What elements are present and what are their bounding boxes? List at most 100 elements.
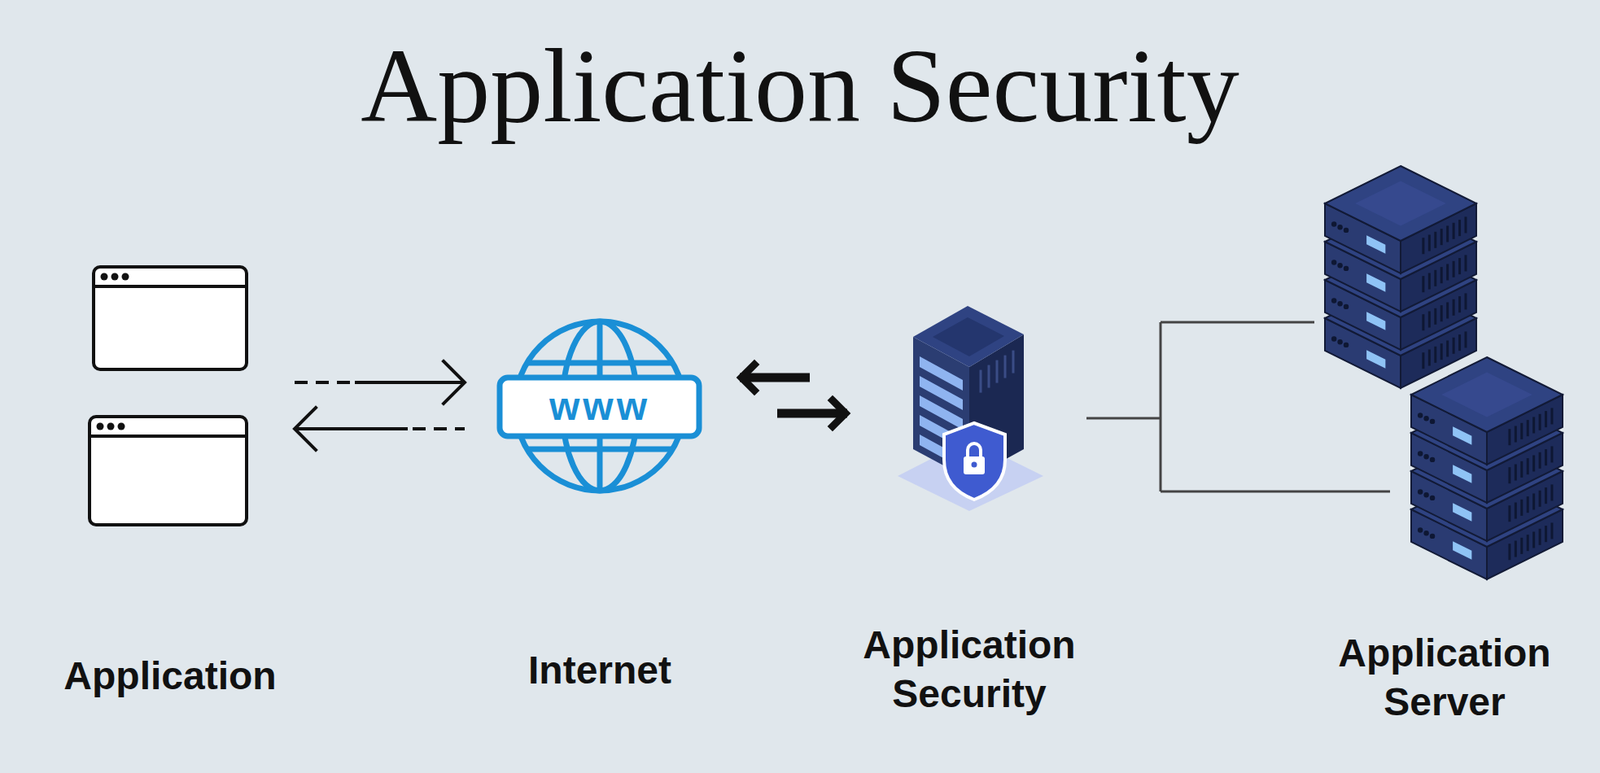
server-slot [1452,502,1472,522]
server-led [1423,530,1429,536]
server-vent [1452,222,1456,240]
server-vent [1538,414,1542,431]
server-led [1337,262,1343,268]
server-vent [1532,531,1535,548]
server-vent [1526,458,1530,475]
server-vent [1433,231,1437,249]
server-slot [1366,273,1386,293]
arrow-line [296,427,408,431]
server-vent [1514,502,1517,520]
server-vent [1433,270,1437,287]
server-vent [1532,416,1535,433]
dashed-line [294,380,352,385]
server-vent [1458,296,1461,313]
connector [739,364,848,427]
arrow-head [294,407,316,451]
server-slot [1452,541,1472,560]
server-led [1423,454,1429,460]
server-led [1331,221,1337,227]
server-vent [1452,299,1456,316]
server-vent [1421,314,1425,331]
server-top-inset [1441,371,1533,417]
server-led [1331,297,1337,303]
server-vent [1550,407,1553,425]
icon-node: Application Server [1314,158,1575,729]
server-vent [1514,541,1517,558]
server-vent [1520,461,1523,478]
server-vent [1508,467,1511,484]
server-vent [1458,334,1461,351]
window-icon [89,266,247,525]
server-vent [1004,355,1007,379]
server-vent [1440,266,1443,284]
node-label: Application Server [1314,629,1575,727]
server-slot [1366,311,1386,331]
server-vent [1464,254,1467,272]
server-vent [1421,275,1425,293]
server-vent [1446,225,1449,242]
icon-node: wwwInternet [467,313,732,696]
server-led [1429,457,1435,463]
server-vent [1526,419,1530,437]
server-led [1429,419,1435,425]
server-vent [1440,305,1443,322]
server-vent [1538,490,1542,508]
server-vent [1428,349,1431,367]
icon-node: Application Security [855,301,1084,725]
server-vent [1421,352,1425,369]
server-led [1423,492,1429,498]
arrow-line [739,373,810,383]
server-vent [1544,449,1548,466]
server-vent [1446,301,1449,319]
server-slot [1452,464,1472,484]
server-led [1337,224,1343,230]
server-vent [1440,343,1443,360]
server-vent [1452,261,1456,278]
server-vent [1012,350,1015,374]
server-vent [1520,537,1523,555]
server-vent [1440,228,1443,245]
server-vent [1532,493,1535,510]
server-top [1411,357,1563,433]
server-top [1324,166,1477,241]
server-led [1343,342,1349,348]
server-vent [1433,346,1437,363]
server-vent [987,365,991,389]
server-vent [1446,340,1449,357]
server-led [1417,489,1423,494]
server-led [1331,336,1337,341]
server-led [1417,412,1423,418]
server-vent [1508,428,1511,446]
server-led [1429,533,1435,539]
server-vent [1544,410,1548,428]
server-vent [1532,454,1535,472]
arrow-head [741,364,755,391]
server-slot [1452,426,1472,446]
server-led [1417,527,1423,533]
arrow-line [354,380,464,385]
server-vent [1526,496,1530,513]
server-led [1343,304,1349,310]
arrow-head [443,361,465,404]
server-vent [1544,487,1548,504]
server-vent [1538,452,1542,469]
server-vent [1464,216,1467,233]
server-vent [1544,525,1548,543]
server-vent [1428,311,1431,328]
server-vent [1433,308,1437,325]
server-vent [1550,522,1553,539]
server-vent [1428,235,1431,252]
security-server-icon [897,306,1044,512]
server-vent [1550,445,1553,463]
server-top-inset [1355,180,1447,226]
connector [294,361,465,451]
connector [1086,322,1391,492]
server-led [1337,339,1343,345]
server-slot [1366,349,1386,369]
arrow-head [832,400,846,427]
server-vent [1508,543,1511,560]
node-label: Internet [467,646,732,696]
server-vent [1538,528,1542,546]
server-vent [1452,337,1456,355]
server-led [1343,227,1349,233]
